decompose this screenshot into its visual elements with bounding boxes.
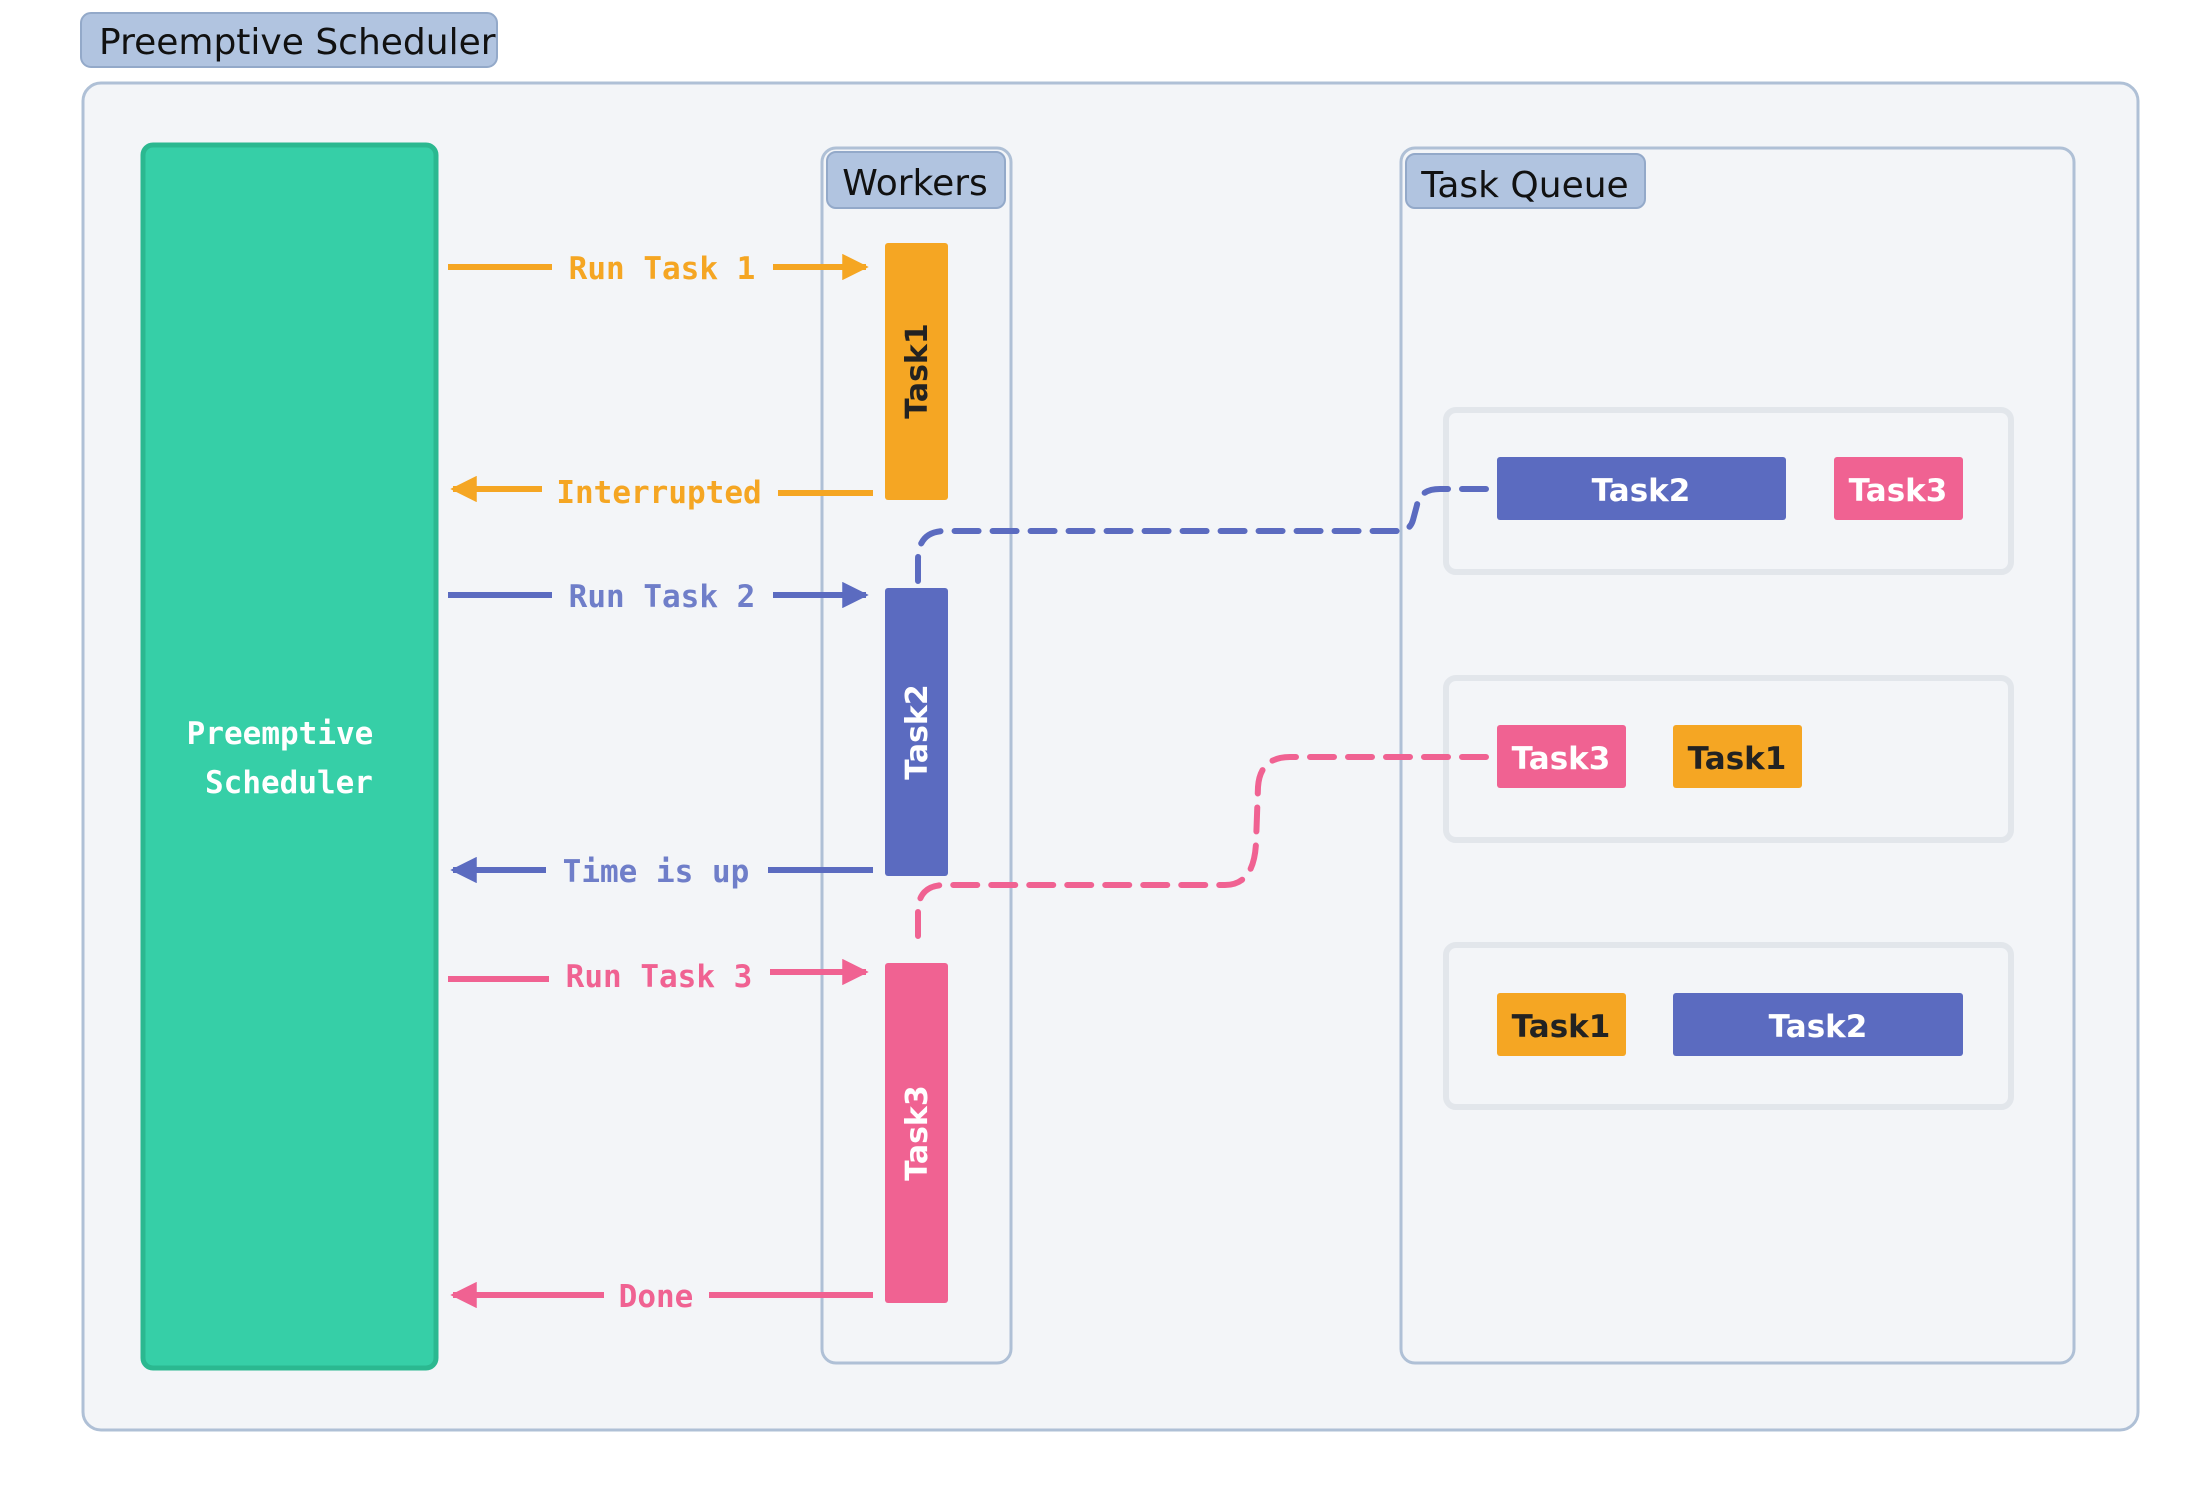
workers-title-tab (826, 151, 1006, 209)
title-tab (80, 12, 498, 68)
worker-task2-label: Task2 (900, 684, 935, 780)
scheduler-block (140, 142, 439, 1371)
scheduler-label-line1: Preemptive (187, 716, 374, 752)
arrow-run-task-2-label: Run Task 2 (569, 579, 756, 615)
arrow-time-is-up-label: Time is up (563, 854, 750, 890)
arrow-done: Done (450, 1279, 873, 1315)
page-title: Preemptive Scheduler (99, 22, 496, 63)
queue-r2-item2-label: Task1 (1688, 741, 1787, 777)
worker-task1: Task1 (885, 243, 948, 500)
task-queue-title-tab (1405, 153, 1646, 209)
queue-r3-item2-label: Task2 (1769, 1009, 1868, 1045)
arrow-run-task-3-label: Run Task 3 (566, 959, 753, 995)
workers-title: Workers (842, 163, 988, 204)
queue-r3-item1 (1497, 993, 1626, 1056)
queue-r1-item2 (1834, 457, 1963, 520)
arrow-time-is-up: Time is up (450, 854, 873, 890)
outer-panel (81, 81, 2140, 1432)
dashed-connector-task2 (915, 486, 1489, 585)
arrow-run-task-3: Run Task 3 (448, 958, 869, 995)
queue-r2-item1 (1497, 725, 1626, 788)
arrow-interrupted-label: Interrupted (556, 475, 761, 511)
queue-row-3 (1443, 942, 2014, 1110)
scheduler-label-line2: Scheduler (205, 765, 373, 801)
worker-task2: Task2 (885, 588, 948, 876)
queue-r2-item1-label: Task3 (1512, 741, 1611, 777)
queue-r3-item2 (1673, 993, 1963, 1056)
queue-r2-item2 (1673, 725, 1802, 788)
workers-panel (820, 146, 1013, 1365)
arrow-run-task-2: Run Task 2 (448, 579, 869, 615)
arrow-interrupted: Interrupted (450, 475, 873, 511)
task-queue-title: Task Queue (1420, 165, 1628, 206)
queue-r1-item2-label: Task3 (1849, 473, 1948, 509)
arrow-run-task-1: Run Task 1 (448, 251, 869, 287)
worker-task1-label: Task1 (900, 323, 935, 419)
queue-r1-item1-label: Task2 (1592, 473, 1691, 509)
worker-task3: Task3 (885, 963, 948, 1303)
worker-task3-label: Task3 (900, 1085, 935, 1181)
arrow-done-label: Done (619, 1279, 694, 1315)
arrow-run-task-1-label: Run Task 1 (569, 251, 756, 287)
dashed-connector-task3 (915, 754, 1489, 951)
queue-r1-item1 (1497, 457, 1786, 520)
queue-r3-item1-label: Task1 (1512, 1009, 1611, 1045)
